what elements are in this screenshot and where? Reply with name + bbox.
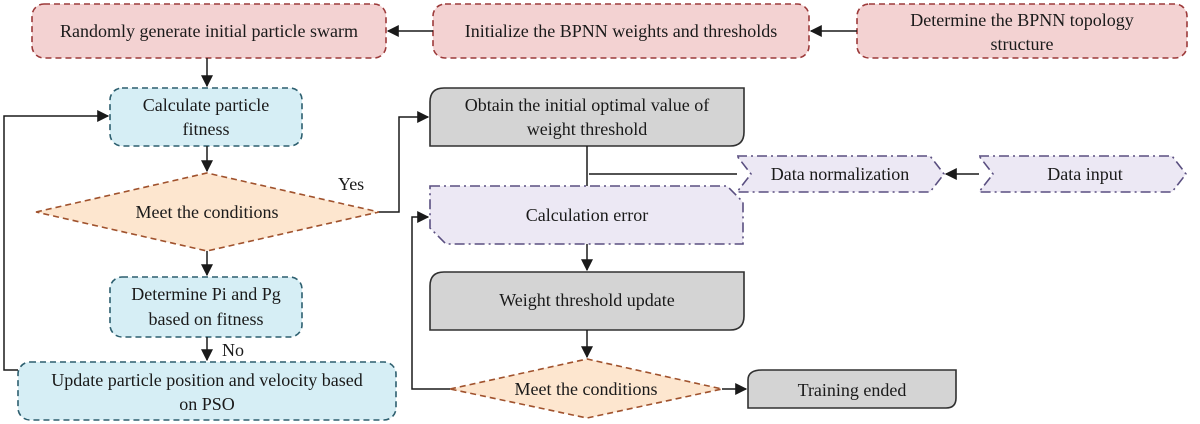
node-pi-pg: Determine Pi and Pg based on fitness: [109, 276, 303, 338]
node-topology-label-1: Determine the BPNN topology: [910, 10, 1133, 30]
node-update-pso-label-2: on PSO: [179, 394, 235, 414]
node-topology: Determine the BPNN topology structure: [856, 3, 1188, 59]
node-init-weights-label: Initialize the BPNN weights and threshol…: [465, 21, 777, 41]
node-weight-update: Weight threshold update: [429, 271, 745, 331]
node-meet-conditions-1: Meet the conditions: [35, 172, 380, 252]
node-calc-fitness-label-1: Calculate particle: [143, 95, 269, 115]
node-data-input-label: Data input: [1047, 164, 1122, 184]
edge-meet1-yes-to-initial: [379, 111, 430, 213]
edges: [3, 25, 979, 395]
edge-meet2-loop-to-error: [411, 211, 450, 390]
node-calculation-error: Calculation error: [429, 185, 744, 245]
node-calc-fitness: Calculate particle fitness: [109, 87, 303, 147]
node-pi-pg-label-1: Determine Pi and Pg: [131, 284, 280, 304]
node-random-swarm: Randomly generate initial particle swarm: [31, 3, 387, 59]
node-pi-pg-label-2: based on fitness: [149, 309, 264, 329]
node-random-swarm-label: Randomly generate initial particle swarm: [60, 21, 358, 41]
node-data-input: Data input: [977, 155, 1188, 193]
node-initial-optimal-label-1: Obtain the initial optimal value of: [465, 95, 709, 115]
node-initial-optimal-label-2: weight threshold: [527, 119, 647, 139]
node-data-normalization-label: Data normalization: [771, 164, 909, 184]
node-initial-optimal: Obtain the initial optimal value of weig…: [429, 87, 745, 147]
node-training-ended-label: Training ended: [798, 380, 907, 400]
node-training-ended: Training ended: [747, 369, 957, 409]
node-init-weights: Initialize the BPNN weights and threshol…: [432, 3, 810, 59]
node-weight-update-label: Weight threshold update: [499, 290, 675, 310]
edge-label-no: No: [222, 340, 244, 360]
node-update-pso: Update particle position and velocity ba…: [17, 361, 397, 421]
node-meet-conditions-1-label: Meet the conditions: [136, 202, 279, 222]
node-update-pso-label-1: Update particle position and velocity ba…: [51, 370, 362, 390]
edge-label-yes: Yes: [338, 174, 364, 194]
node-data-normalization: Data normalization: [735, 155, 946, 193]
edge-update-loop-to-fitness: [3, 110, 110, 371]
node-calc-fitness-label-2: fitness: [183, 119, 230, 139]
node-topology-label-2: structure: [991, 34, 1054, 54]
node-meet-conditions-2-label: Meet the conditions: [515, 379, 658, 399]
node-calculation-error-label: Calculation error: [526, 205, 648, 225]
node-meet-conditions-2: Meet the conditions: [449, 358, 723, 419]
